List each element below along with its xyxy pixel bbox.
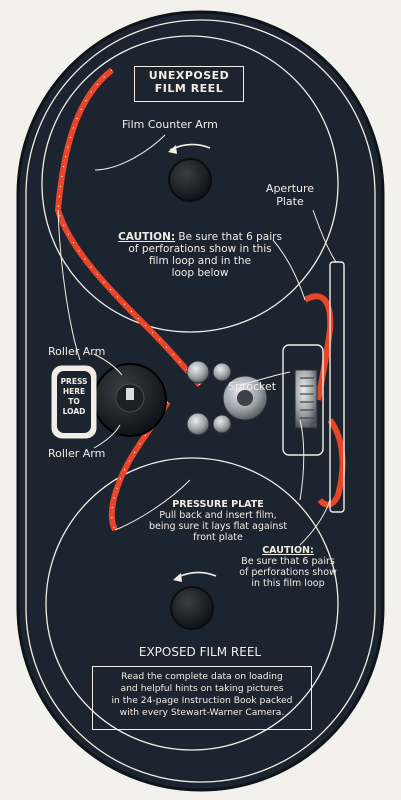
caution-top-word: CAUTION: — [118, 231, 176, 243]
lower-reel-hub — [170, 586, 214, 630]
pressure-plate-line2: being sure it lays flat against — [148, 520, 288, 532]
caution-bottom-line1: Be sure that 6 pairs — [241, 555, 335, 567]
pressure-plate-note: PRESSURE PLATE Pull back and insert film… — [118, 499, 318, 544]
unexposed-reel-label-box: UNEXPOSED FILM REEL — [134, 66, 244, 102]
camera-panel — [16, 10, 385, 792]
caution-top-line3: film loop and in the — [148, 255, 252, 268]
caution-top-note: CAUTION: Be sure that 6 pairs of perfora… — [100, 231, 300, 279]
film-strip-path — [54, 67, 203, 387]
roller-upper — [186, 360, 210, 384]
pressure-plate-line1: Pull back and insert film, — [159, 509, 277, 521]
film-counter-arm-label: Film Counter Arm — [122, 118, 218, 131]
caution-top-line2: of perforations show in this — [128, 243, 272, 256]
exposed-reel-label: EXPOSED FILM REEL — [138, 645, 262, 659]
caution-top-rest: Be sure that 6 pairs — [175, 231, 282, 243]
caution-bottom-word: CAUTION: — [262, 545, 314, 556]
aperture-plate — [329, 261, 345, 513]
pressure-plate-line3: front plate — [193, 531, 243, 543]
roller-arm-top-label: Roller Arm — [48, 345, 106, 358]
caution-bottom-line2: of perforations show — [239, 566, 337, 578]
film-lower-loop — [317, 418, 346, 508]
note-line1: Read the complete data on loading — [121, 671, 283, 682]
aperture-line1: Aperture — [265, 182, 315, 195]
caution-bottom-note: CAUTION: Be sure that 6 pairs of perfora… — [226, 545, 350, 590]
caution-bottom-line3: in this film loop — [251, 577, 325, 589]
caution-top-line4: loop below — [171, 267, 229, 280]
press-line1: PRESS — [60, 377, 88, 386]
exposed-reel-outline — [45, 457, 339, 751]
instruction-note-box: Read the complete data on loading and he… — [92, 666, 312, 730]
sprocket-label: Sprocket — [228, 380, 277, 393]
press-line2: HERE — [62, 387, 86, 397]
aperture-line2: Plate — [276, 194, 304, 208]
roller-lower — [186, 412, 210, 436]
aperture-plate-label: Aperture Plate — [260, 182, 320, 208]
pressure-plate-mechanism — [282, 344, 324, 456]
note-line2: and helpful hints on taking pictures — [120, 682, 284, 694]
pressure-plate-title: PRESSURE PLATE — [172, 499, 264, 510]
unexposed-line2: FILM REEL — [154, 82, 224, 95]
press-line4: LOAD — [62, 407, 86, 417]
note-line4: with every Stewart-Warner Camera. — [119, 706, 285, 718]
roller-arm-bottom-label: Roller Arm — [48, 447, 106, 460]
press-line3: TO — [68, 397, 80, 407]
press-here-text: PRESS HERE TO LOAD — [57, 377, 91, 418]
unexposed-reel-outline — [41, 35, 339, 333]
upper-reel-hub — [168, 158, 212, 202]
unexposed-line1: UNEXPOSED — [148, 69, 230, 82]
note-line3: in the 24-page Instruction Book packed — [111, 694, 293, 706]
